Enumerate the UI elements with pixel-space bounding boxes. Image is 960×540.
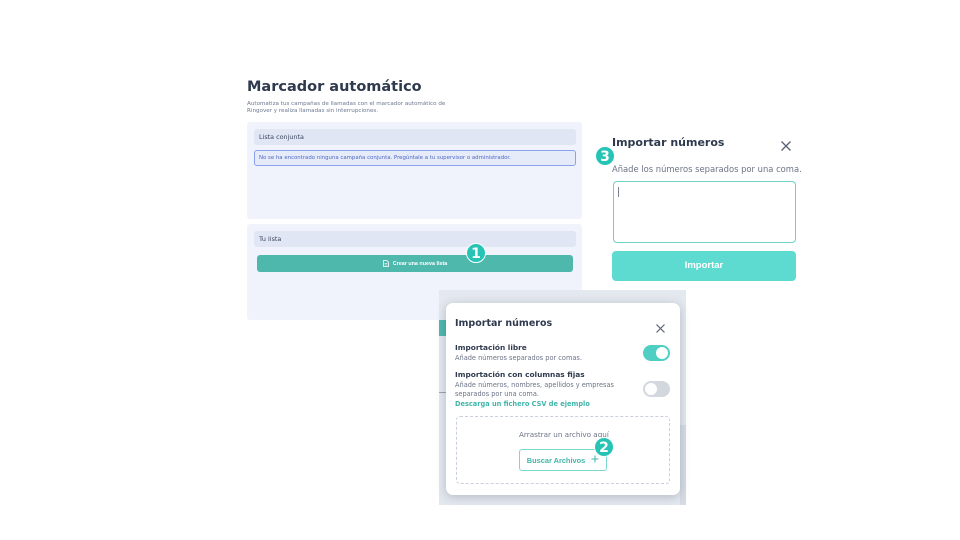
my-list-card: Tu lista (247, 224, 582, 320)
step-badge-3: 3 (595, 146, 615, 166)
free-import-toggle[interactable] (643, 345, 670, 361)
file-dropzone[interactable] (456, 416, 670, 484)
step-badge-1: 1 (466, 243, 486, 263)
free-import-description: Añade números separados por comas. (455, 354, 582, 362)
browse-files-button[interactable]: Buscar Archivos (519, 449, 607, 471)
import-button[interactable]: Importar (612, 251, 796, 281)
import-dialog-title: Importar números (612, 136, 725, 149)
free-import-label: Importación libre (455, 343, 527, 352)
import-dialog-subtitle: Añade los números separados por una coma… (612, 164, 802, 174)
dropzone-text: Arrastrar un archivo aquí (519, 430, 609, 439)
download-csv-example-link[interactable]: Descarga un fichero CSV de ejemplo (455, 400, 590, 408)
create-list-label: Crear una nueva lista (392, 260, 448, 267)
page-description: Automatiza tus campañas de llamadas con … (247, 101, 446, 115)
shared-list-header: Lista conjunta (254, 129, 576, 145)
fixed-columns-import-toggle[interactable] (643, 381, 670, 397)
shared-list-empty-message: No se ha encontrado ninguna campaña conj… (254, 150, 576, 166)
numbers-textarea[interactable] (613, 181, 796, 243)
import-file-dialog-title: Importar números (455, 318, 553, 329)
page-title: Marcador automático (247, 79, 422, 95)
document-icon (382, 260, 389, 267)
my-list-header: Tu lista (254, 231, 576, 247)
browse-files-label: Buscar Archivos (526, 455, 586, 465)
fixed-columns-import-label: Importación con columnas fijas (455, 370, 585, 379)
plus-icon (591, 455, 599, 465)
close-icon[interactable] (655, 319, 666, 333)
create-list-button[interactable]: Crear una nueva lista (257, 255, 573, 272)
text-caret (618, 187, 619, 197)
step-badge-2: 2 (594, 437, 614, 457)
close-icon[interactable] (780, 137, 792, 151)
shared-list-card: Lista conjunta (247, 122, 582, 219)
fixed-columns-import-description: Añade números, nombres, apellidos y empr… (455, 381, 614, 398)
